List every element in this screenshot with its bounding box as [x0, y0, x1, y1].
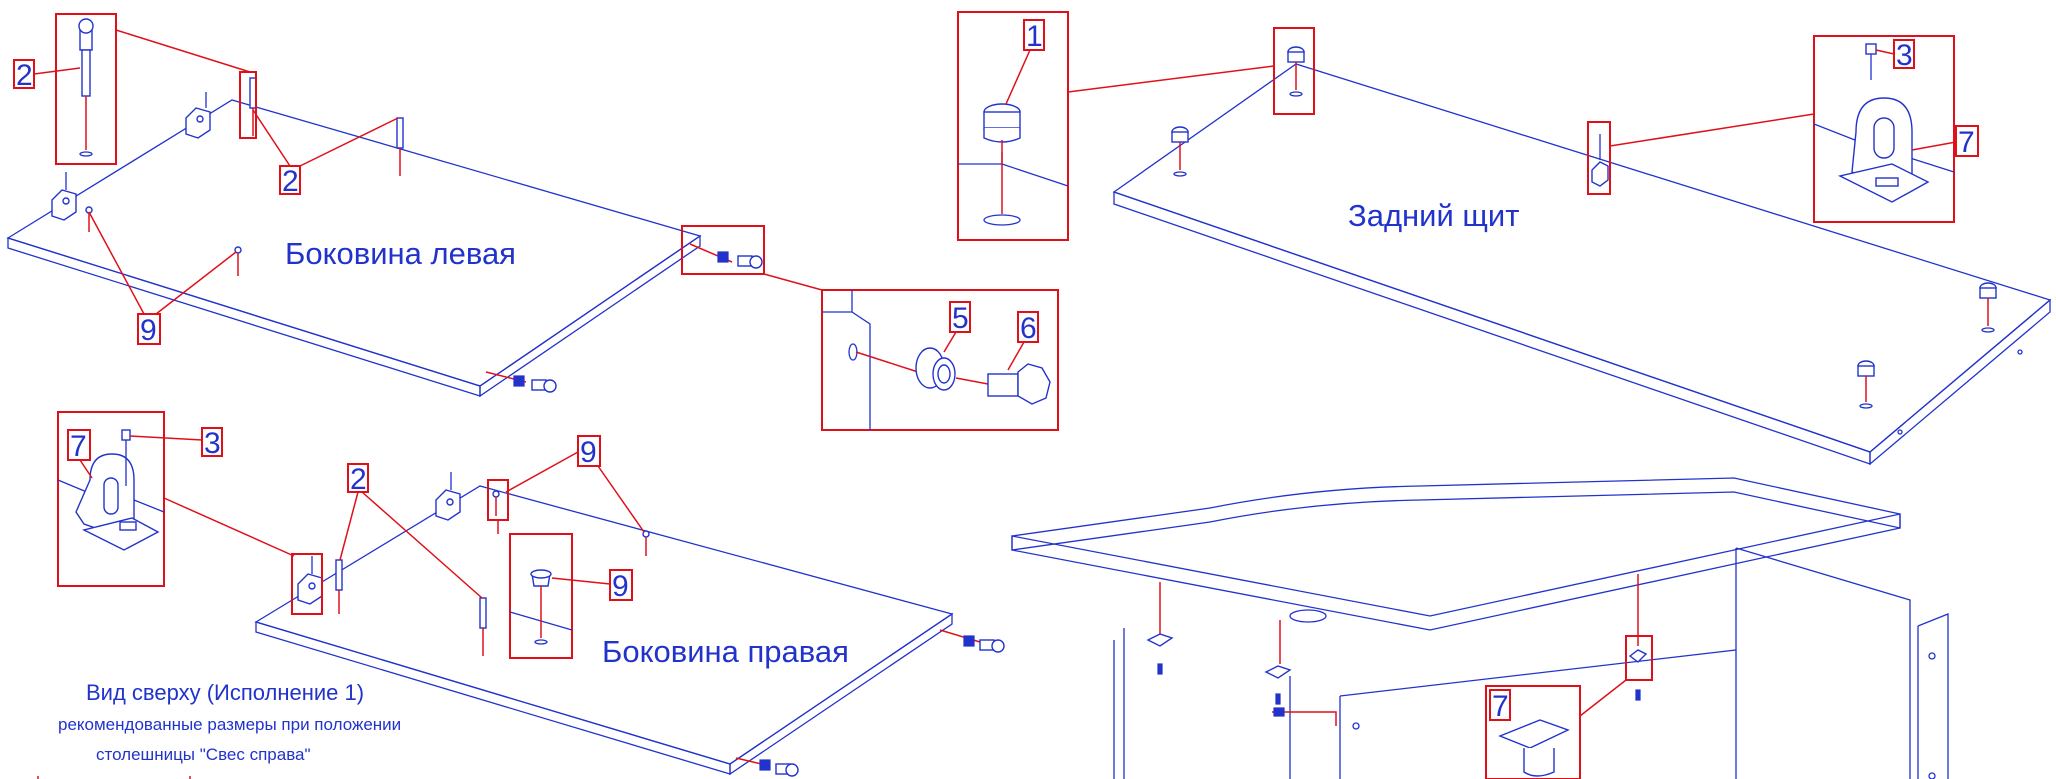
callout-9-group: 9 [88, 211, 237, 347]
top-view-line-2: рекомендованные размеры при положении [58, 715, 401, 734]
callout-2: 2 [16, 59, 33, 92]
pin-detail-box: 9 9 [487, 435, 645, 659]
callout-2-group: 2 [252, 109, 399, 198]
leveler-icon [485, 371, 557, 393]
callout-7: 7 [1958, 126, 1975, 159]
callout-2-group: 2 [339, 463, 483, 599]
pin-icon [234, 246, 242, 276]
desk-assembly: 7 [1011, 477, 1949, 779]
left-side-panel: Боковина левая [6, 77, 763, 398]
bracket-icon [51, 172, 77, 221]
cam-lock-icon [1171, 126, 1189, 177]
callout-2: 2 [350, 463, 367, 496]
top-view-line-3: столешницы "Свес справа" [96, 745, 311, 764]
leveler-detail-box: 5 6 [681, 225, 1059, 431]
callout-6: 6 [1020, 312, 1037, 345]
screw-icon [1157, 663, 1641, 717]
pin-icon [642, 530, 650, 556]
dowel-detail-box: 2 [13, 13, 257, 165]
back-panel-title: Задний щит [1348, 198, 1519, 233]
bracket-icon [297, 556, 323, 605]
leveling-foot-icon [987, 363, 1051, 405]
leveler-icon [939, 629, 1005, 653]
dowel-icon [396, 117, 404, 176]
pin-icon [85, 206, 93, 232]
cam-lock-icon [1979, 282, 1997, 333]
callout-3: 3 [1896, 39, 1913, 72]
callout-1: 1 [1026, 20, 1043, 53]
callout-9: 9 [612, 570, 629, 603]
callout-9: 9 [140, 314, 157, 347]
dowel-icon [335, 559, 343, 614]
top-view-title: Вид сверху (Исполнение 1) [86, 680, 364, 705]
cam-lock-icon [1287, 46, 1305, 97]
right-side-title: Боковина правая [602, 634, 849, 669]
bracket-icon [1264, 665, 1292, 679]
nut-icon [915, 347, 956, 391]
bracket-detail-box: 3 7 [57, 411, 323, 615]
left-side-title: Боковина левая [285, 236, 516, 271]
callout-9: 9 [580, 436, 597, 469]
bracket-icon [1587, 121, 1611, 195]
callout-7: 7 [70, 430, 87, 463]
cam-lock-detail-box: 1 [957, 11, 1275, 241]
bracket-icon [185, 92, 211, 139]
right-side-panel: Боковина правая [254, 472, 1005, 777]
bracket-detail-box: 3 7 [1609, 35, 1979, 223]
dowel-icon [479, 597, 487, 656]
callout-7: 7 [1492, 690, 1509, 723]
cam-lock-icon [1857, 360, 1875, 409]
callout-2: 2 [282, 165, 299, 198]
leveler-icon [735, 757, 799, 777]
callout-3: 3 [204, 427, 221, 460]
pin-icon [492, 490, 500, 516]
top-view-notes: Вид сверху (Исполнение 1) рекомендованны… [37, 680, 401, 779]
back-panel: Задний щит [1112, 27, 2052, 466]
bracket-icon [1625, 635, 1653, 681]
callout-5: 5 [952, 302, 969, 335]
bracket-icon [435, 472, 461, 521]
leveler-icon [689, 243, 763, 269]
bracket-icon [1146, 633, 1174, 647]
